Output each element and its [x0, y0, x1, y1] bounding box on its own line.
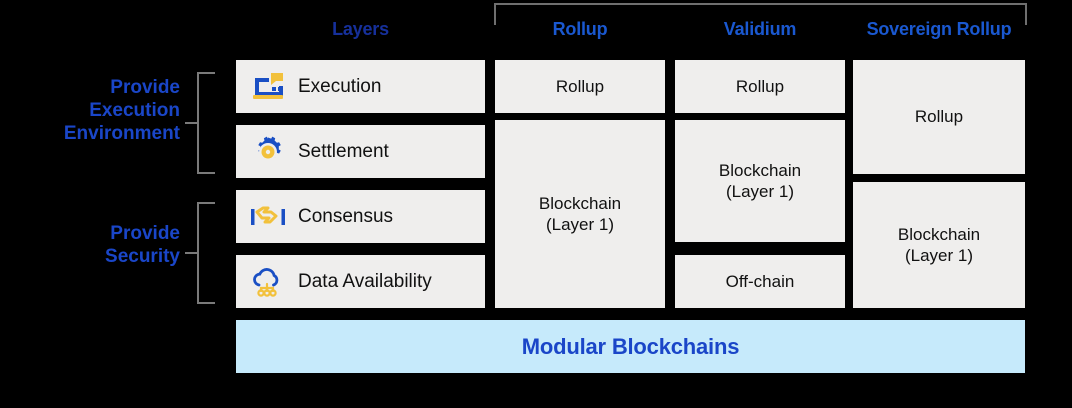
- group-label-security: Provide Security: [105, 223, 180, 268]
- cell-validium-top[interactable]: Rollup: [675, 60, 845, 113]
- layer-row-consensus[interactable]: Consensus: [236, 190, 485, 243]
- layer-label-execution: Execution: [298, 75, 382, 97]
- handshake-icon: [248, 199, 288, 235]
- cell-validium-blockchain[interactable]: Blockchain (Layer 1): [675, 120, 845, 242]
- layer-row-data-availability[interactable]: Data Availability: [236, 255, 485, 308]
- layer-row-execution[interactable]: Execution: [236, 60, 485, 113]
- cell-rollup-top[interactable]: Rollup: [495, 60, 665, 113]
- column-header-layers: Layers: [332, 19, 389, 39]
- bracket-execution-environment: [197, 72, 215, 174]
- column-header-rollup: Rollup: [552, 19, 608, 39]
- laptop-flag-icon: [248, 69, 288, 105]
- cloud-data-icon: [248, 264, 288, 300]
- gear-icon: [248, 134, 288, 170]
- layer-label-settlement: Settlement: [298, 140, 389, 162]
- layer-label-data-availability: Data Availability: [298, 270, 432, 292]
- bracket-security: [197, 202, 215, 304]
- top-bracket: [494, 3, 1027, 25]
- bracket-tick-execution-environment: [185, 122, 197, 124]
- column-header-validium: Validium: [723, 19, 797, 39]
- layer-label-consensus: Consensus: [298, 205, 394, 227]
- bracket-tick-security: [185, 252, 197, 254]
- cell-validium-offchain[interactable]: Off-chain: [675, 255, 845, 308]
- footer-modular-blockchains: Modular Blockchains: [236, 320, 1025, 373]
- cell-rollup-blockchain[interactable]: Blockchain (Layer 1): [495, 120, 665, 308]
- layer-row-settlement[interactable]: Settlement: [236, 125, 485, 178]
- group-label-execution-environment: Provide Execution Environment: [63, 77, 180, 145]
- cell-sovereign-rollup-blockchain[interactable]: Blockchain (Layer 1): [853, 182, 1025, 308]
- column-header-sovereign-rollup: Sovereign Rollup: [866, 19, 1012, 39]
- cell-sovereign-rollup-top[interactable]: Rollup: [853, 60, 1025, 174]
